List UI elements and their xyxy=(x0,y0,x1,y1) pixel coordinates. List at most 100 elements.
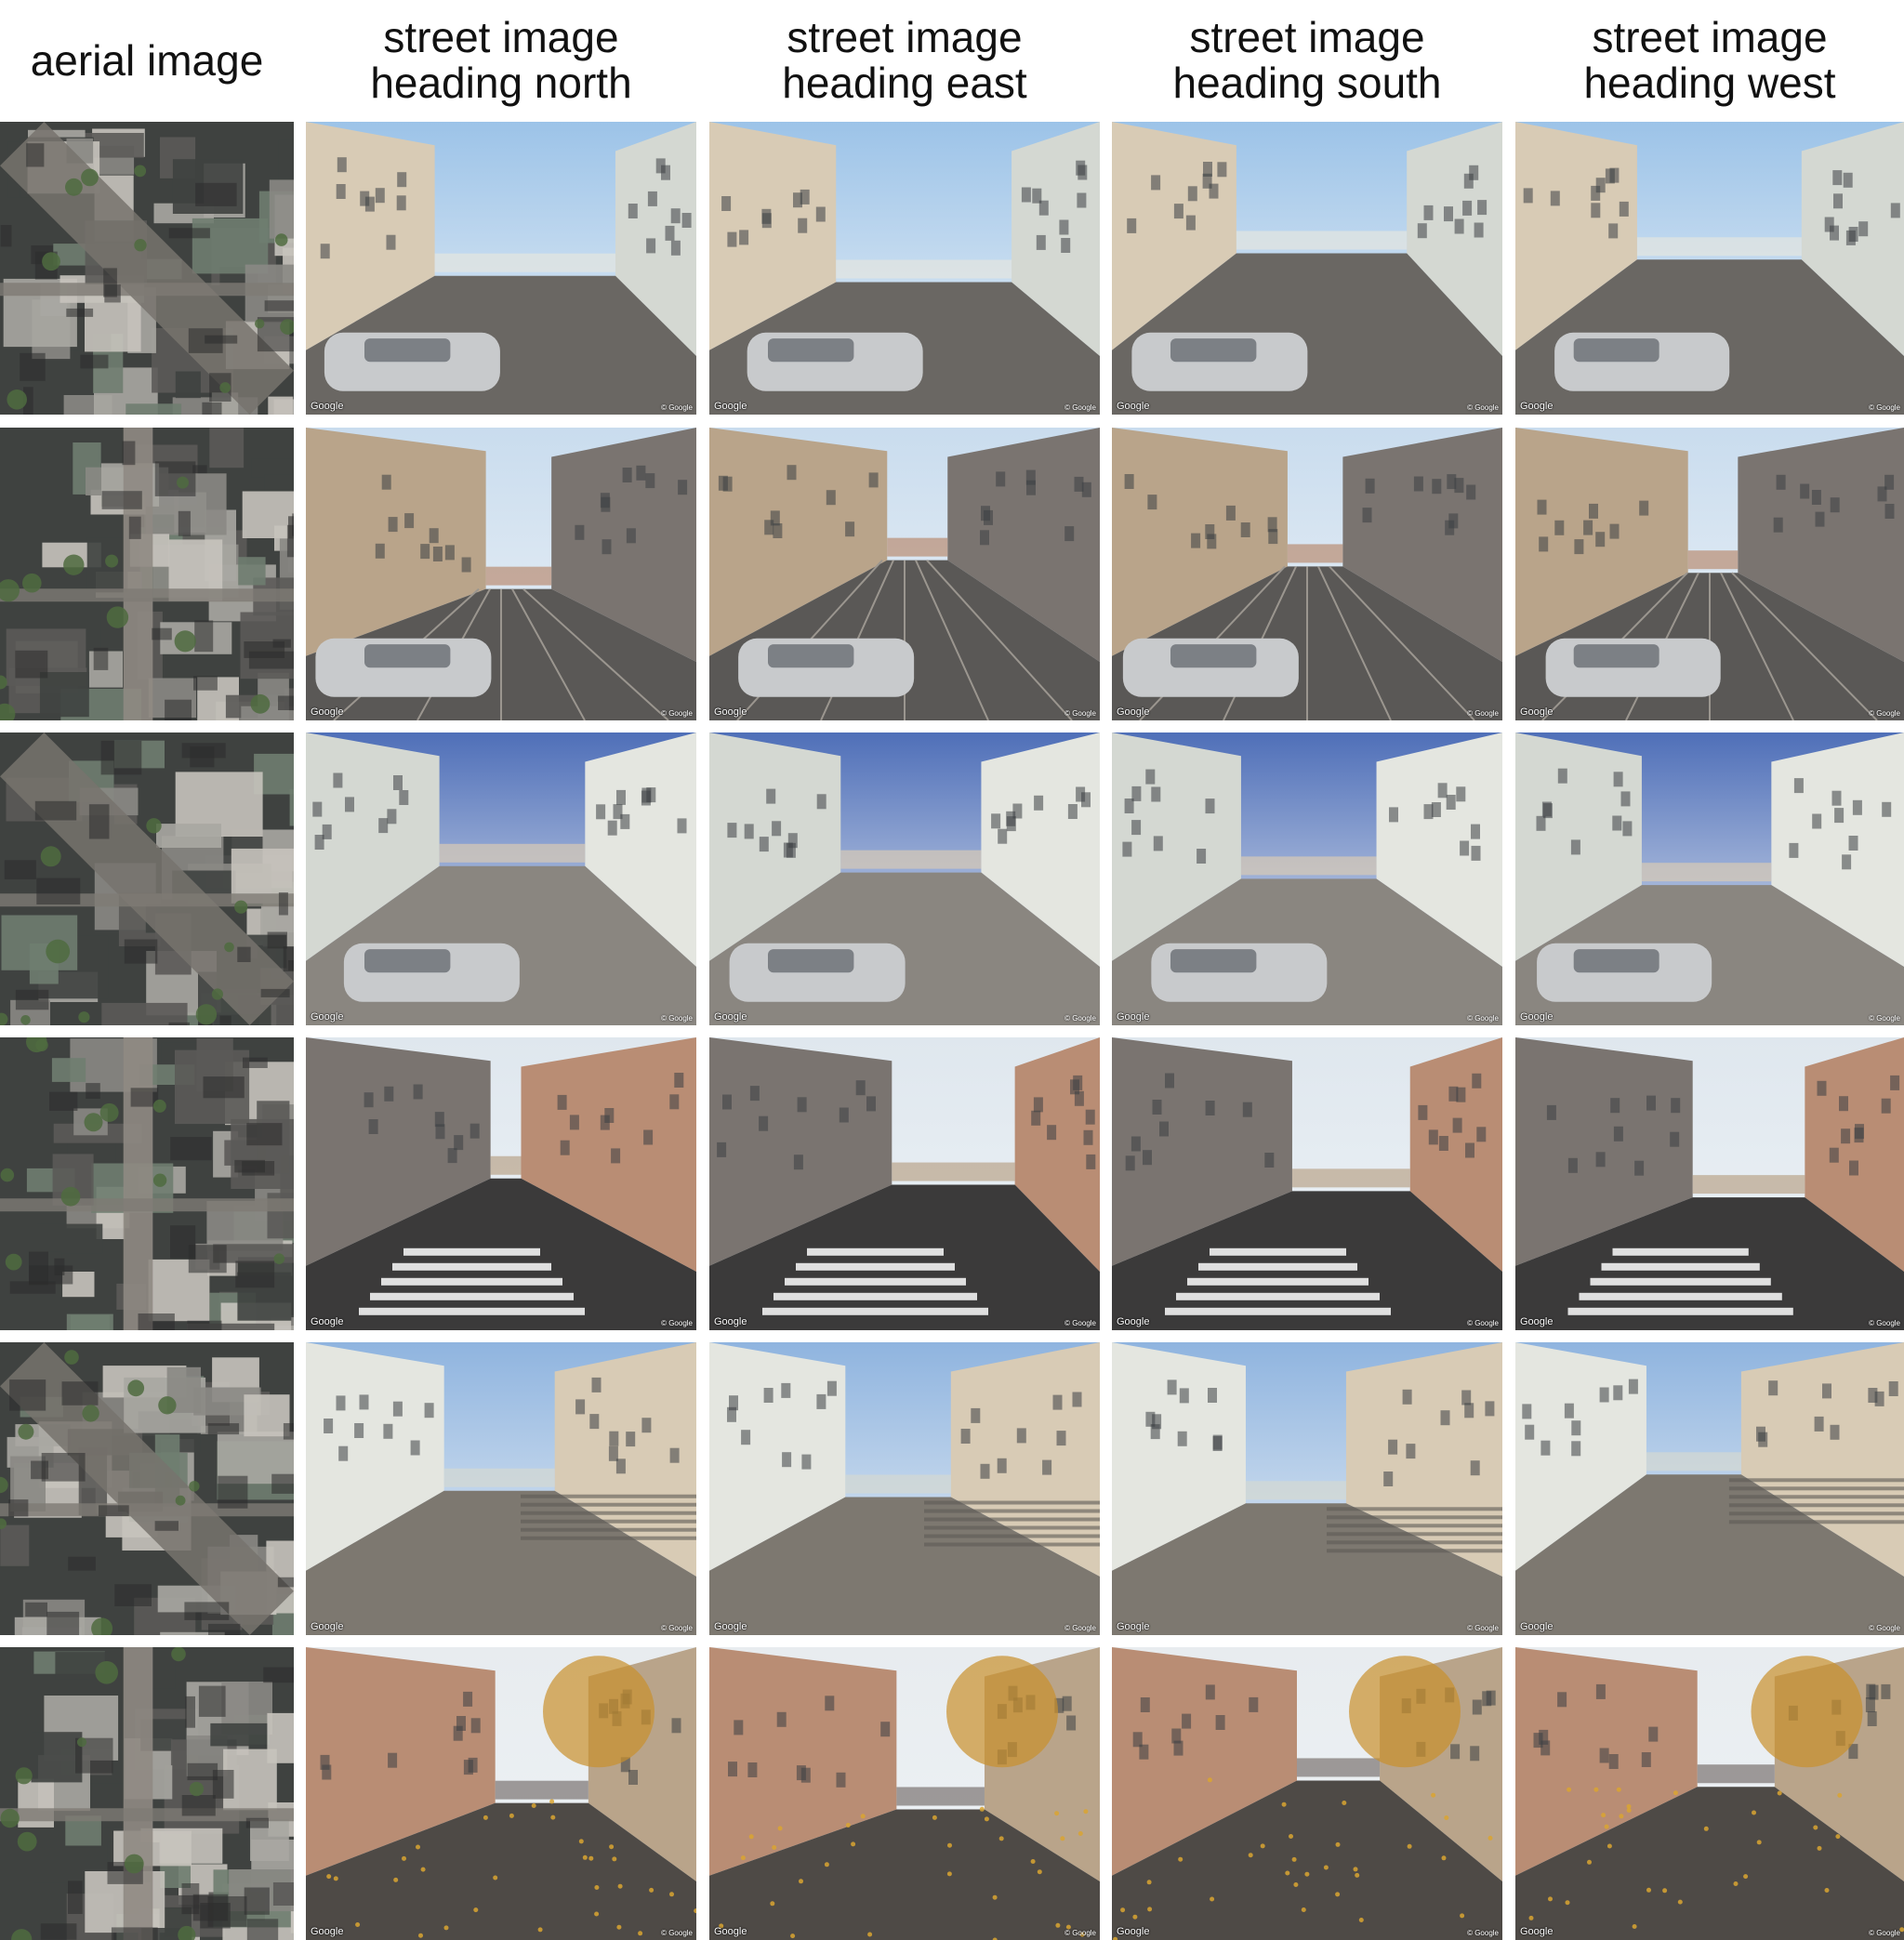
photo xyxy=(1112,1037,1502,1330)
google-watermark: Google xyxy=(1520,1011,1554,1023)
aerial-image-row-5 xyxy=(0,1342,294,1635)
google-copyright: © Google xyxy=(1467,1319,1499,1327)
google-watermark: Google xyxy=(1520,1926,1554,1937)
street-west-row-5: Google © Google xyxy=(1515,1342,1904,1635)
photo xyxy=(0,1647,294,1940)
google-watermark: Google xyxy=(1117,706,1150,718)
street-east-row-2: Google © Google xyxy=(709,428,1100,720)
google-copyright: © Google xyxy=(1869,709,1900,718)
google-watermark: Google xyxy=(714,706,747,718)
header-east: street image heading east xyxy=(782,13,1027,107)
aerial-image-row-6 xyxy=(0,1647,294,1940)
photo xyxy=(306,122,696,415)
google-watermark: Google xyxy=(1117,1316,1150,1327)
street-south-row-6: Google © Google xyxy=(1112,1647,1502,1940)
google-watermark: Google xyxy=(1520,401,1554,412)
google-copyright: © Google xyxy=(1064,1319,1096,1327)
photo xyxy=(1515,1037,1904,1330)
photo xyxy=(1515,428,1904,720)
photo xyxy=(1112,732,1502,1025)
header-south: street image heading south xyxy=(1172,13,1442,107)
google-copyright: © Google xyxy=(1869,403,1900,412)
google-watermark: Google xyxy=(714,1926,747,1937)
street-east-row-5: Google © Google xyxy=(709,1342,1100,1635)
google-copyright: © Google xyxy=(1064,1929,1096,1937)
google-copyright: © Google xyxy=(661,1624,693,1632)
google-watermark: Google xyxy=(1117,1926,1150,1937)
street-west-row-1: Google © Google xyxy=(1515,122,1904,415)
google-watermark: Google xyxy=(714,1621,747,1632)
street-south-row-4: Google © Google xyxy=(1112,1037,1502,1330)
photo xyxy=(306,1647,696,1940)
google-copyright: © Google xyxy=(1467,1624,1499,1632)
photo xyxy=(1112,428,1502,720)
street-east-row-6: Google © Google xyxy=(709,1647,1100,1940)
google-watermark: Google xyxy=(1520,1316,1554,1327)
photo xyxy=(0,1037,294,1330)
google-copyright: © Google xyxy=(1467,1014,1499,1023)
photo xyxy=(0,1342,294,1635)
photo xyxy=(0,732,294,1025)
street-west-row-4: Google© Google xyxy=(1515,1037,1904,1330)
photo xyxy=(306,1037,696,1330)
google-copyright: © Google xyxy=(661,1929,693,1937)
street-east-row-4: Google © Google xyxy=(709,1037,1100,1330)
street-north-row-2: Google© Google xyxy=(306,428,696,720)
google-watermark: Google xyxy=(311,1926,344,1937)
photo xyxy=(709,1647,1100,1940)
google-watermark: Google xyxy=(311,1621,344,1632)
street-west-row-6: Google© Google xyxy=(1515,1647,1904,1940)
photo xyxy=(709,122,1100,415)
google-watermark: Google xyxy=(1520,1621,1554,1632)
photo xyxy=(709,428,1100,720)
google-watermark: Google xyxy=(1117,1621,1150,1632)
photo xyxy=(0,428,294,720)
google-copyright: © Google xyxy=(1064,1624,1096,1632)
photo xyxy=(1112,1647,1502,1940)
street-north-row-3: Google © Google xyxy=(306,732,696,1025)
google-watermark: Google xyxy=(311,401,344,412)
google-copyright: © Google xyxy=(1467,709,1499,718)
street-south-row-3: Google © Google xyxy=(1112,732,1502,1025)
photo xyxy=(709,732,1100,1025)
photo xyxy=(709,1342,1100,1635)
aerial-image-row-1 xyxy=(0,122,294,415)
photo xyxy=(1515,1342,1904,1635)
header-aerial: aerial image xyxy=(30,35,264,85)
google-watermark: Google xyxy=(311,1011,344,1023)
header-west: street image heading west xyxy=(1583,13,1836,107)
google-watermark: Google xyxy=(1117,1011,1150,1023)
header-north: street image heading north xyxy=(370,13,632,107)
photo xyxy=(1112,122,1502,415)
google-copyright: © Google xyxy=(1869,1624,1900,1632)
street-north-row-4: Google© Google xyxy=(306,1037,696,1330)
photo xyxy=(1515,732,1904,1025)
aerial-image-row-2 xyxy=(0,428,294,720)
photo xyxy=(1515,122,1904,415)
google-copyright: © Google xyxy=(1467,403,1499,412)
photo xyxy=(1515,1647,1904,1940)
google-copyright: © Google xyxy=(1869,1014,1900,1023)
google-watermark: Google xyxy=(1520,706,1554,718)
aerial-image-row-4 xyxy=(0,1037,294,1330)
google-watermark: Google xyxy=(714,1316,747,1327)
street-north-row-5: Google © Google xyxy=(306,1342,696,1635)
google-copyright: © Google xyxy=(661,403,693,412)
street-east-row-1: Google © Google xyxy=(709,122,1100,415)
google-copyright: © Google xyxy=(661,1014,693,1023)
street-north-row-6: Google © Google xyxy=(306,1647,696,1940)
google-copyright: © Google xyxy=(1467,1929,1499,1937)
google-copyright: © Google xyxy=(1064,1014,1096,1023)
street-south-row-1: Google © Google xyxy=(1112,122,1502,415)
google-copyright: © Google xyxy=(1064,709,1096,718)
street-north-row-1: Google © Google xyxy=(306,122,696,415)
google-copyright: © Google xyxy=(661,709,693,718)
photo xyxy=(306,428,696,720)
street-east-row-3: Google © Google xyxy=(709,732,1100,1025)
google-copyright: © Google xyxy=(1064,403,1096,412)
google-watermark: Google xyxy=(714,1011,747,1023)
google-watermark: Google xyxy=(1117,401,1150,412)
google-watermark: Google xyxy=(714,401,747,412)
google-copyright: © Google xyxy=(661,1319,693,1327)
